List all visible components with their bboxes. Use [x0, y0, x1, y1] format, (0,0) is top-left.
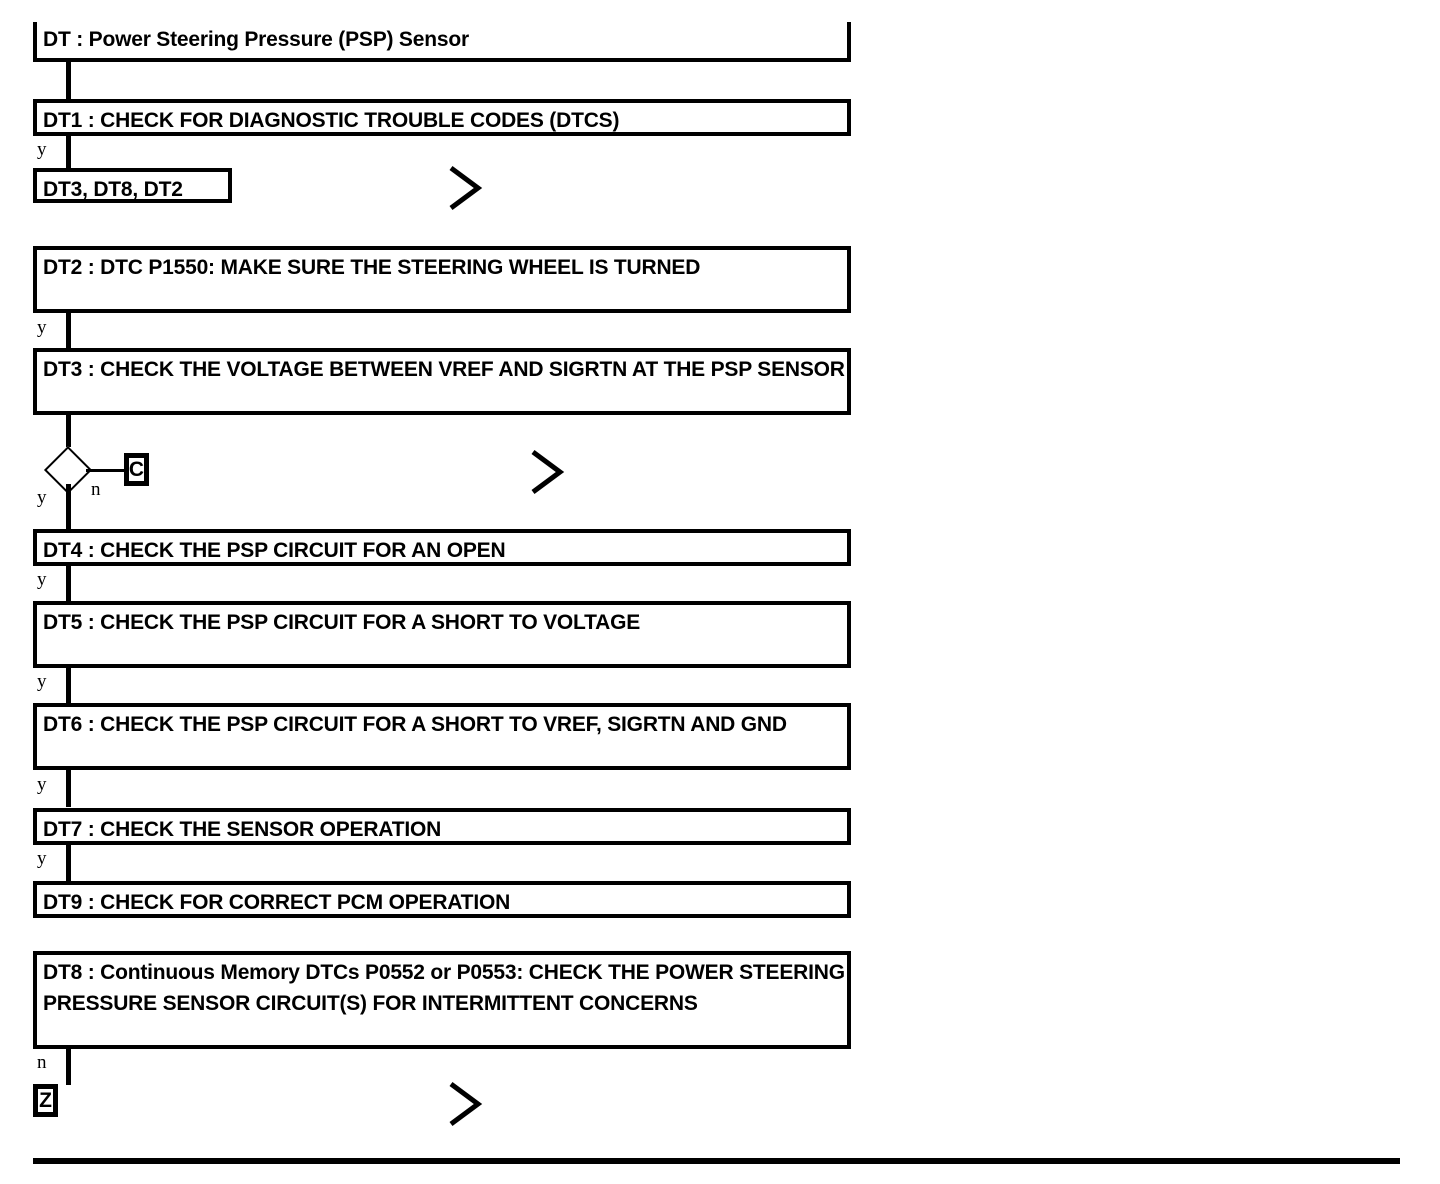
connector-dt4-to-dt5 [66, 564, 71, 602]
connector-dt6-to-dt7 [66, 768, 71, 807]
connector-decision-no-to-tag-c [86, 469, 125, 472]
flow-node-dt1[interactable]: DT1 : CHECK FOR DIAGNOSTIC TROUBLE CODES… [33, 99, 851, 136]
flow-node-dt5[interactable]: DT5 : CHECK THE PSP CIRCUIT FOR A SHORT … [33, 601, 851, 668]
branch-label-decision-no: n [91, 479, 101, 500]
connector-tag-z[interactable]: Z [33, 1084, 58, 1117]
branch-label-dt2-yes: y [37, 317, 47, 338]
connector-dt5-to-dt6 [66, 666, 71, 704]
connector-dt3-to-decision [66, 413, 71, 447]
chevron-right-icon-1 [449, 165, 483, 211]
flow-node-dt8[interactable]: DT8 : Continuous Memory DTCs P0552 or P0… [33, 951, 851, 1049]
flow-node-dt7[interactable]: DT7 : CHECK THE SENSOR OPERATION [33, 808, 851, 845]
branch-label-dt6-yes: y [37, 774, 47, 795]
flow-node-dt6[interactable]: DT6 : CHECK THE PSP CIRCUIT FOR A SHORT … [33, 703, 851, 770]
flow-node-dt-title[interactable]: DT : Power Steering Pressure (PSP) Senso… [33, 22, 851, 62]
branch-label-dt4-yes: y [37, 569, 47, 590]
flow-node-dt2[interactable]: DT2 : DTC P1550: MAKE SURE THE STEERING … [33, 246, 851, 313]
connector-dt1-to-ref1 [66, 134, 71, 170]
connector-tag-c[interactable]: C [124, 453, 149, 486]
connector-dt2-to-dt3 [66, 311, 71, 349]
branch-label-dt5-yes: y [37, 671, 47, 692]
connector-dt7-to-dt9 [66, 843, 71, 882]
flow-node-dt9[interactable]: DT9 : CHECK FOR CORRECT PCM OPERATION [33, 881, 851, 918]
chevron-right-icon-3 [449, 1081, 483, 1127]
branch-label-decision-yes: y [37, 487, 47, 508]
connector-decision-yes-to-dt4 [66, 484, 71, 531]
chevron-right-icon-2 [531, 449, 565, 495]
flow-node-dt4[interactable]: DT4 : CHECK THE PSP CIRCUIT FOR AN OPEN [33, 529, 851, 566]
flow-node-dt3[interactable]: DT3 : CHECK THE VOLTAGE BETWEEN VREF AND… [33, 348, 851, 415]
connector-dt8-to-tag-z [66, 1047, 71, 1085]
branch-label-dt8-no: n [37, 1052, 47, 1073]
branch-label-dt1-yes: y [37, 139, 47, 160]
page-bottom-rule [33, 1158, 1400, 1164]
flow-node-reference-list[interactable]: DT3, DT8, DT2 [33, 168, 232, 203]
branch-label-dt7-yes: y [37, 848, 47, 869]
connector-title-to-dt1 [66, 58, 71, 106]
